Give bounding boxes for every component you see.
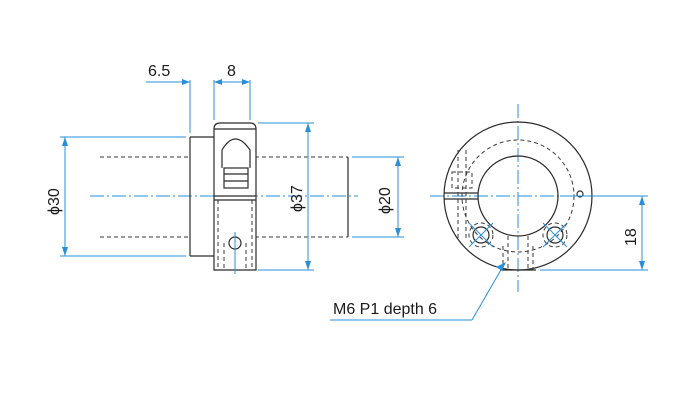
side-view: 6.5 8 ϕ30 ϕ37 ϕ20 xyxy=(46,63,404,274)
flange-body xyxy=(189,136,214,257)
front-view: 18 M6 P1 depth 6 xyxy=(330,104,648,321)
dim-width: 8 xyxy=(214,63,250,85)
dim-bore-diameter: ϕ20 xyxy=(377,157,401,237)
thread-callout-label: M6 P1 depth 6 xyxy=(333,301,437,318)
locator-mark xyxy=(576,190,584,198)
shaft-outline xyxy=(100,156,349,238)
dim-width-label: 8 xyxy=(227,63,236,80)
side-extension-lines xyxy=(60,80,404,271)
dim-offset-label: 6.5 xyxy=(148,63,170,80)
thread-callout: M6 P1 depth 6 xyxy=(330,262,506,321)
dim-bore-diameter-label: ϕ20 xyxy=(377,187,394,214)
split-slot xyxy=(444,150,478,240)
dim-shaft-diameter-label: ϕ30 xyxy=(46,188,63,215)
dim-shaft-diameter: ϕ30 xyxy=(46,137,68,256)
dim-collar-diameter: ϕ37 xyxy=(289,123,311,270)
tapped-hole xyxy=(500,236,536,271)
clamp-screw-right xyxy=(542,222,568,248)
clamp-screw-left xyxy=(468,222,494,248)
dim-center-height-label: 18 xyxy=(623,228,640,246)
bore-circle xyxy=(477,155,559,237)
collar-body xyxy=(213,122,257,274)
dim-offset: 6.5 xyxy=(146,63,222,85)
dim-collar-diameter-label: ϕ37 xyxy=(289,185,306,212)
dim-center-height: 18 xyxy=(623,196,645,270)
